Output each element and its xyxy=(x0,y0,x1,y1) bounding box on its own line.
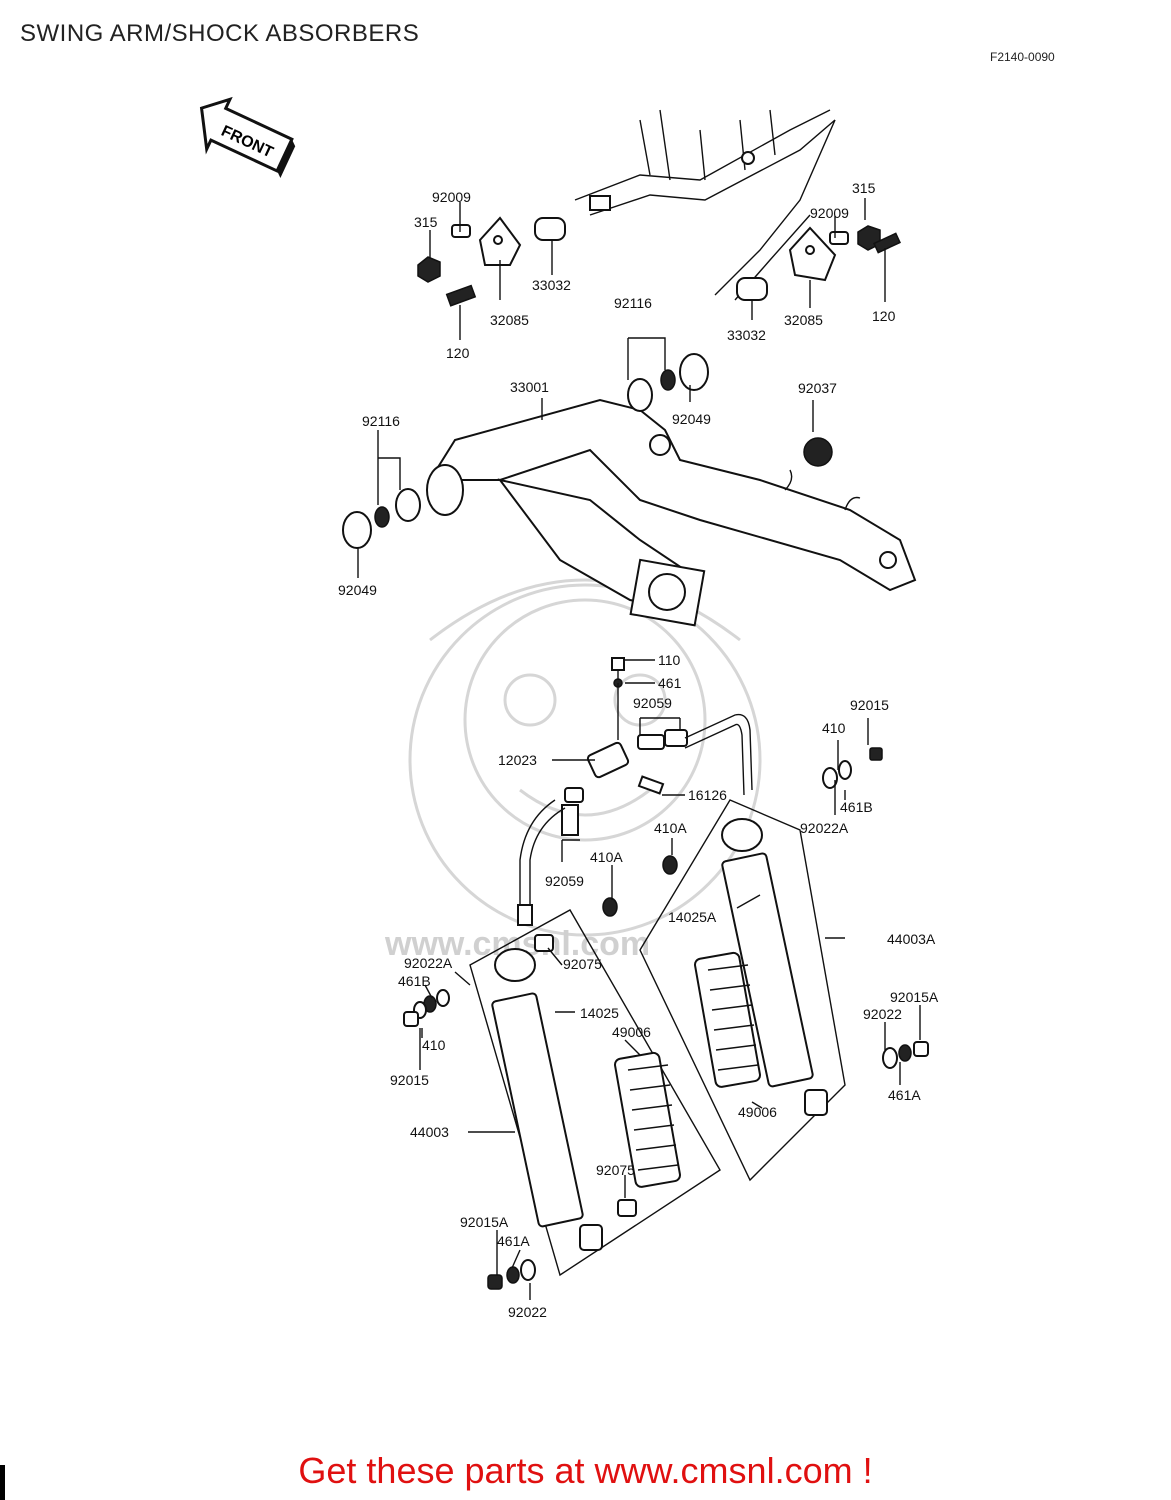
label-92022A: 92022A xyxy=(404,955,453,971)
label-410: 410 xyxy=(422,1037,446,1053)
label-44003A: 44003A xyxy=(887,931,936,947)
label-120: 120 xyxy=(446,345,470,361)
swing-arm xyxy=(426,398,917,627)
label-49006: 49006 xyxy=(612,1024,651,1040)
label-315: 315 xyxy=(852,180,876,196)
promo-link[interactable]: Get these parts at www.cmsnl.com ! xyxy=(298,1450,873,1491)
label-410A: 410A xyxy=(654,820,687,836)
label-461A: 461A xyxy=(888,1087,921,1103)
label-92116: 92116 xyxy=(362,413,400,429)
right-shock-absorber xyxy=(639,747,929,1182)
label-92022: 92022 xyxy=(508,1304,547,1320)
label-315: 315 xyxy=(414,214,438,230)
label-410A: 410A xyxy=(590,849,623,865)
label-92015A: 92015A xyxy=(460,1214,509,1230)
label-461: 461 xyxy=(658,675,682,691)
label-12023: 12023 xyxy=(498,752,537,768)
label-16126: 16126 xyxy=(688,787,727,803)
right-mount-plate-group xyxy=(736,225,901,301)
label-92009: 92009 xyxy=(810,205,849,221)
label-92116: 92116 xyxy=(614,295,652,311)
reservoir-hose-group xyxy=(517,657,753,926)
label-33001: 33001 xyxy=(510,379,549,395)
left-mount-plate-group xyxy=(417,216,566,307)
title: SWING ARM/SHOCK ABSORBERS xyxy=(20,20,420,47)
leader-lines xyxy=(357,198,921,1300)
label-33032: 33032 xyxy=(727,327,766,343)
pivot-bearings xyxy=(342,353,833,549)
label-110: 110 xyxy=(658,652,681,668)
label-92022: 92022 xyxy=(863,1006,902,1022)
label-14025: 14025 xyxy=(580,1005,619,1021)
figure-number: F2140-0090 xyxy=(990,50,1055,64)
frame-section xyxy=(574,109,836,301)
label-32085: 32085 xyxy=(784,312,823,328)
label-92049: 92049 xyxy=(338,582,377,598)
label-461B: 461B xyxy=(840,799,873,815)
label-49006: 49006 xyxy=(738,1104,777,1120)
label-410: 410 xyxy=(822,720,846,736)
label-461B: 461B xyxy=(398,973,431,989)
front-arrow: FRONT xyxy=(199,96,296,178)
label-120: 120 xyxy=(872,308,896,324)
label-92075: 92075 xyxy=(596,1162,635,1178)
label-92075: 92075 xyxy=(563,956,602,972)
label-461A: 461A xyxy=(497,1233,530,1249)
label-92009: 92009 xyxy=(432,189,471,205)
label-92049: 92049 xyxy=(672,411,711,427)
corner-mark xyxy=(0,1465,5,1500)
left-shock-absorber xyxy=(403,897,721,1290)
label-32085: 32085 xyxy=(490,312,529,328)
label-92037: 92037 xyxy=(798,380,837,396)
label-92015: 92015 xyxy=(390,1072,429,1088)
watermark-logo: www.cmsnl.com xyxy=(384,578,762,963)
label-44003: 44003 xyxy=(410,1124,449,1140)
label-33032: 33032 xyxy=(532,277,571,293)
label-92015: 92015 xyxy=(850,697,889,713)
label-14025A: 14025A xyxy=(668,909,717,925)
label-92022A: 92022A xyxy=(800,820,849,836)
label-92059: 92059 xyxy=(633,695,672,711)
label-92015A: 92015A xyxy=(890,989,939,1005)
part-labels: 92009 315 32085 33032 120 92009 315 3208… xyxy=(338,180,939,1320)
label-92059: 92059 xyxy=(545,873,584,889)
